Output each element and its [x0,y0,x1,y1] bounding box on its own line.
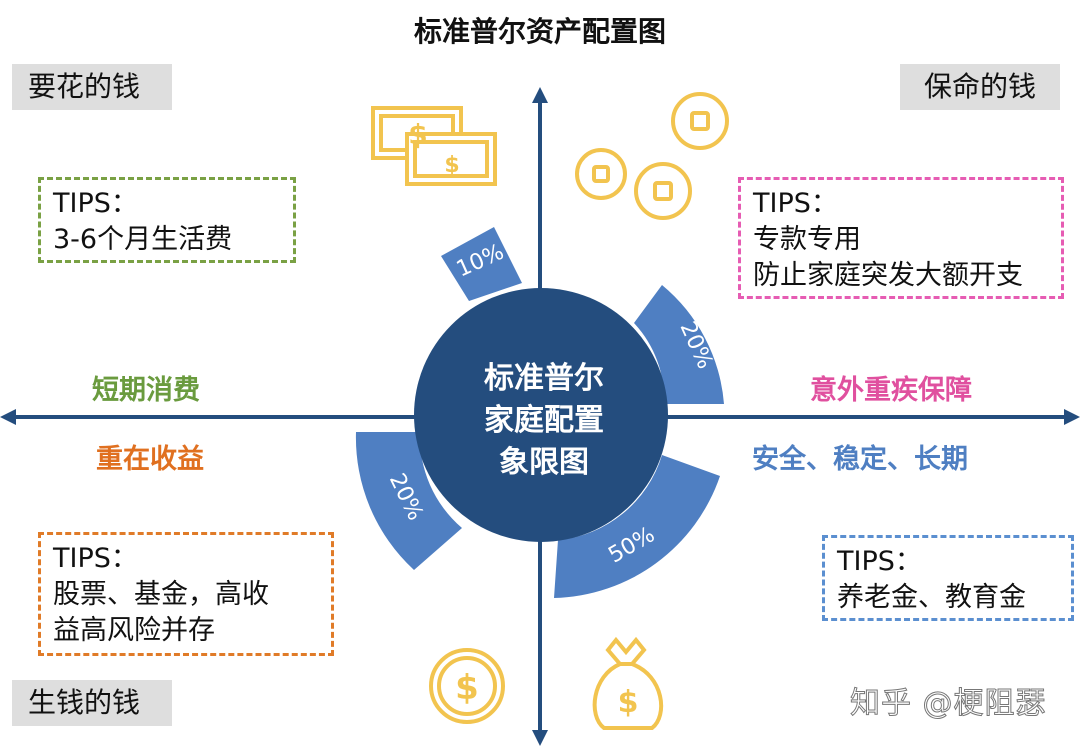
tips-line: 股票、基金，高收 [53,579,269,610]
tips-line: TIPS： [53,188,138,219]
tips-box-top-left: TIPS： 3-6个月生活费 [38,177,296,263]
svg-text:$: $ [455,668,479,708]
money-bag-icon [592,636,664,730]
tips-line: 防止家庭突发大额开支 [753,260,1023,291]
coins-icon [575,92,729,220]
axis-label-top-right: 意外重疾保障 [810,375,972,406]
tips-line: TIPS： [837,546,922,577]
tips-line: 专款专用 [753,224,861,255]
axis-label-bottom-right: 安全、稳定、长期 [752,444,968,475]
page-title: 标准普尔资产配置图 [413,15,666,48]
tips-line: 益高风险并存 [53,615,215,646]
svg-text:$: $ [444,153,459,178]
dollar-coin-icon [429,648,505,724]
corner-label-bottom-left: 生钱的钱 [12,680,172,726]
band-top-left [441,227,522,301]
tips-box-bottom-left: TIPS： 股票、基金，高收 益高风险并存 [38,532,334,656]
band-bottom-right [554,455,720,598]
tips-box-bottom-right: TIPS： 养老金、教育金 [822,535,1074,621]
center-label-line: 家庭配置 [484,403,604,438]
tips-box-top-right: TIPS： 专款专用 防止家庭突发大额开支 [738,177,1064,299]
axis-label-top-left: 短期消费 [92,375,200,406]
tips-line: 3-6个月生活费 [53,224,233,255]
axis-label-bottom-left: 重在收益 [96,444,204,475]
svg-text:$: $ [408,118,427,151]
center-label-line: 标准普尔 [484,361,604,396]
tips-line: TIPS： [53,543,138,574]
svg-text:$: $ [618,685,639,720]
tips-line: TIPS： [753,188,838,219]
watermark: 知乎 @梗阻瑟 [850,686,1047,722]
center-label-line: 象限图 [499,445,589,480]
corner-label-top-right: 保命的钱 [900,64,1060,110]
corner-label-top-left: 要花的钱 [12,64,172,110]
band-bottom-left [355,432,462,570]
center-label: 标准普尔 家庭配置 象限图 [418,358,670,484]
money-bills-icon [371,106,497,186]
center-circle [414,288,668,542]
band-top-right [634,285,724,404]
tips-line: 养老金、教育金 [837,582,1026,613]
